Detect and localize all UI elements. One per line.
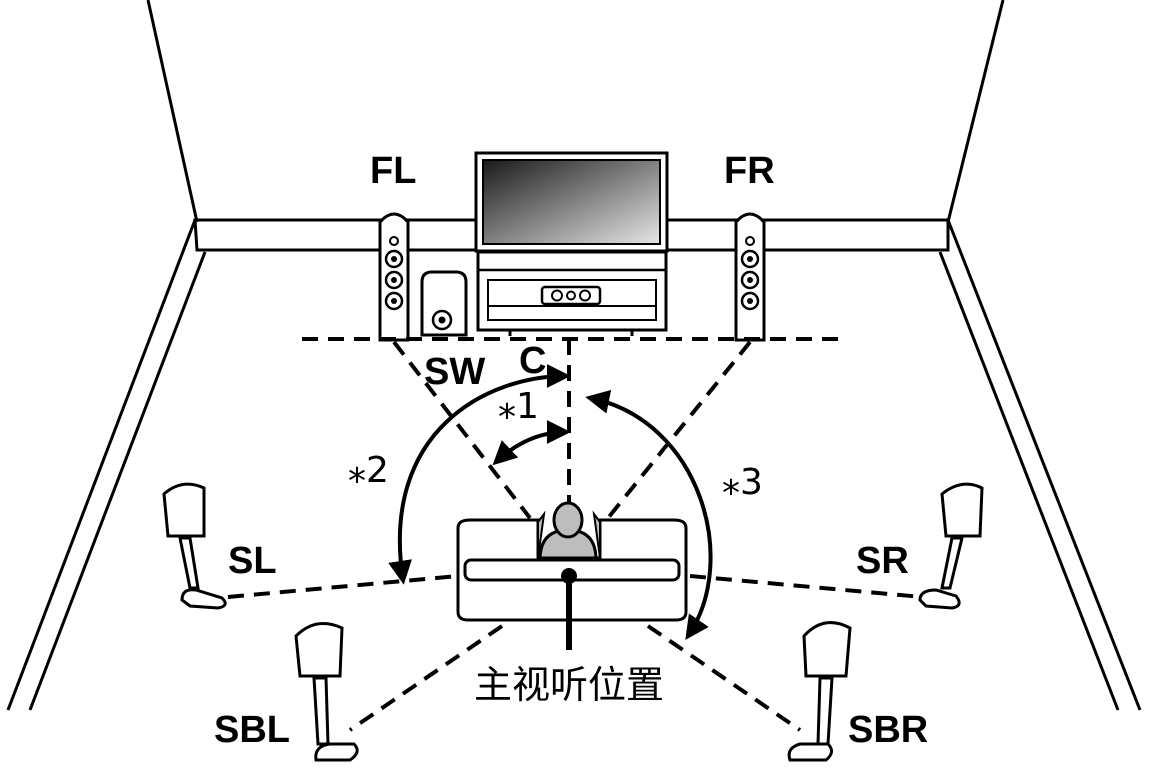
listening-position-label: 主视听位置 xyxy=(474,663,664,707)
angle-arcs xyxy=(388,364,713,640)
label-front-left: FL xyxy=(370,150,416,192)
subwoofer xyxy=(420,270,468,337)
label-center: C xyxy=(519,340,546,382)
label-front-right: FR xyxy=(724,150,775,192)
center-speaker xyxy=(540,285,602,306)
angle-note-3: ⁎3 xyxy=(722,462,763,503)
listener-person xyxy=(538,501,598,562)
label-surround-right: SR xyxy=(856,540,909,582)
label-surround-back-right: SBR xyxy=(848,709,928,751)
surround-right-speaker xyxy=(918,482,984,610)
surround-back-right-speaker xyxy=(787,621,852,762)
surround-left-speaker xyxy=(162,482,227,610)
angle-note-1: ⁎1 xyxy=(498,386,539,427)
surround-back-left-speaker xyxy=(294,622,359,762)
listening-position-marker xyxy=(561,568,577,650)
front-right-speaker xyxy=(734,212,766,342)
label-subwoofer: SW xyxy=(424,351,485,393)
room-walls xyxy=(6,0,1142,711)
label-surround-back-left: SBL xyxy=(214,709,290,751)
label-surround-left: SL xyxy=(228,540,277,582)
front-left-speaker xyxy=(378,212,410,342)
angle-note-2: ⁎2 xyxy=(348,450,389,491)
tv-set xyxy=(474,151,669,260)
